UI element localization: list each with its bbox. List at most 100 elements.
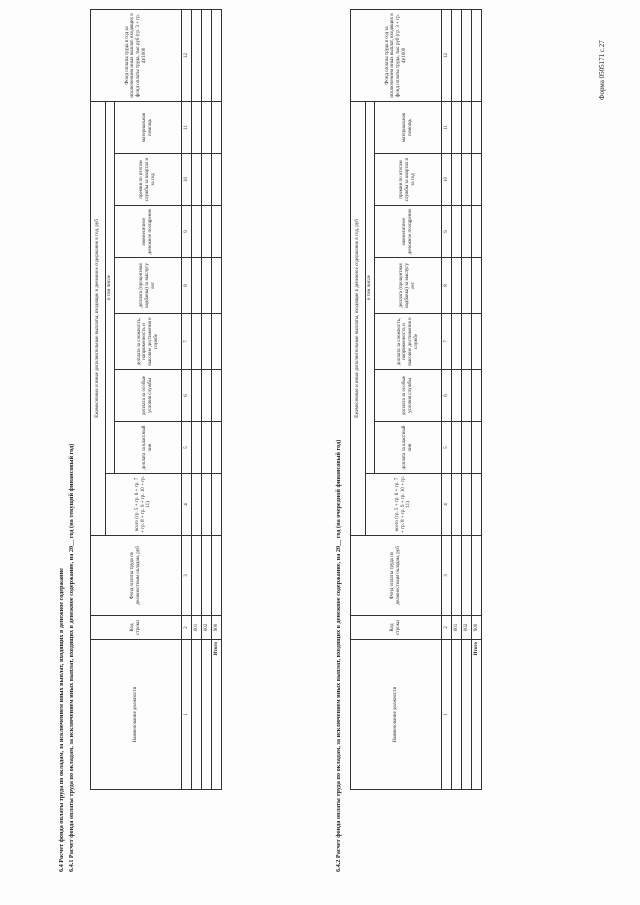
- cell[interactable]: [201, 257, 212, 314]
- col-num: 6: [441, 369, 452, 422]
- header-c10: премии по итогам службы за квартал и за …: [114, 153, 182, 206]
- cell[interactable]: [211, 313, 222, 370]
- row-name-cell[interactable]: [461, 639, 472, 790]
- row-name-cell[interactable]: [191, 639, 202, 790]
- cell[interactable]: [191, 473, 202, 536]
- cell[interactable]: [451, 101, 462, 154]
- form-code: Форма 0505171 с.27: [598, 40, 606, 100]
- cell[interactable]: [191, 257, 202, 314]
- cell[interactable]: [191, 535, 202, 616]
- header-c5: доплата за классный чин: [114, 421, 182, 474]
- cell[interactable]: [191, 313, 202, 370]
- cell[interactable]: [451, 153, 462, 206]
- cell[interactable]: [211, 421, 222, 474]
- cell[interactable]: [211, 153, 222, 206]
- col-num: 6: [181, 369, 192, 422]
- col-num: 10: [441, 153, 452, 206]
- col-num: 5: [181, 421, 192, 474]
- cell[interactable]: [451, 9, 462, 102]
- row-name-cell[interactable]: [201, 639, 212, 790]
- cell[interactable]: [211, 101, 222, 154]
- cell[interactable]: [461, 153, 472, 206]
- cell[interactable]: [471, 421, 482, 474]
- cell[interactable]: [461, 473, 472, 536]
- cell[interactable]: [451, 473, 462, 536]
- cell[interactable]: [201, 101, 212, 154]
- col-num: 10: [181, 153, 192, 206]
- cell[interactable]: [211, 205, 222, 258]
- col-num: 4: [441, 473, 452, 536]
- header-c9: ежемесячное денежное поощрение: [374, 205, 442, 258]
- total-row: Итого 900: [211, 9, 222, 790]
- total-label: Итого: [471, 639, 482, 790]
- header-c11: материальная помощь: [374, 101, 442, 154]
- fund-table-current-year: Наименование должности Код строки Фонд о…: [90, 9, 222, 790]
- header-c6: доплата за особые условия службы: [374, 369, 442, 422]
- cell[interactable]: [451, 369, 462, 422]
- cell[interactable]: [451, 313, 462, 370]
- cell[interactable]: [211, 257, 222, 314]
- cell[interactable]: [471, 473, 482, 536]
- cell[interactable]: [211, 9, 222, 102]
- cell[interactable]: [461, 535, 472, 616]
- col-num: 2: [441, 615, 452, 640]
- cell[interactable]: [451, 205, 462, 258]
- table-row: 002: [461, 9, 472, 790]
- col-num: 3: [441, 535, 452, 616]
- cell[interactable]: [451, 535, 462, 616]
- cell[interactable]: [201, 205, 212, 258]
- header-name: Наименование должности: [90, 639, 182, 790]
- cell[interactable]: [191, 205, 202, 258]
- row-code: 002: [201, 615, 212, 640]
- cell[interactable]: [461, 101, 472, 154]
- header-fund-salary: Фонд оплаты труда по должностным окладам…: [90, 535, 182, 616]
- cell[interactable]: [201, 369, 212, 422]
- cell[interactable]: [211, 473, 222, 536]
- row-code: 002: [461, 615, 472, 640]
- cell[interactable]: [461, 205, 472, 258]
- col-num: 9: [181, 205, 192, 258]
- cell[interactable]: [201, 535, 212, 616]
- cell[interactable]: [211, 535, 222, 616]
- col-num: 2: [181, 615, 192, 640]
- cell[interactable]: [471, 101, 482, 154]
- cell[interactable]: [471, 369, 482, 422]
- total-label: Итого: [211, 639, 222, 790]
- cell[interactable]: [471, 257, 482, 314]
- col-num: 8: [441, 257, 452, 314]
- cell[interactable]: [211, 369, 222, 422]
- cell[interactable]: [461, 421, 472, 474]
- col-num: 3: [181, 535, 192, 616]
- total-row: Итого 900: [471, 9, 482, 790]
- cell[interactable]: [461, 313, 472, 370]
- cell[interactable]: [471, 9, 482, 102]
- cell[interactable]: [451, 257, 462, 314]
- cell[interactable]: [201, 153, 212, 206]
- column-number-row: 1 2 3 4 5 6 7 8 9 10 11 12: [441, 9, 452, 790]
- subsection-title-1: 6.4.1 Расчет фонда оплаты труда по оклад…: [68, 443, 75, 872]
- cell[interactable]: [191, 421, 202, 474]
- cell[interactable]: [201, 421, 212, 474]
- cell[interactable]: [191, 9, 202, 102]
- header-code: Код строки: [350, 615, 442, 640]
- col-num: 12: [181, 9, 192, 102]
- cell[interactable]: [461, 9, 472, 102]
- cell[interactable]: [191, 153, 202, 206]
- cell[interactable]: [191, 369, 202, 422]
- cell[interactable]: [461, 257, 472, 314]
- cell[interactable]: [201, 473, 212, 536]
- rotated-form: Форма 0505171 с.27 6.4 Расчет фонда опла…: [50, 0, 610, 880]
- cell[interactable]: [471, 313, 482, 370]
- cell[interactable]: [471, 153, 482, 206]
- row-name-cell[interactable]: [451, 639, 462, 790]
- cell[interactable]: [451, 421, 462, 474]
- cell[interactable]: [201, 313, 212, 370]
- cell[interactable]: [471, 535, 482, 616]
- cell[interactable]: [191, 101, 202, 154]
- cell[interactable]: [201, 9, 212, 102]
- cell[interactable]: [471, 205, 482, 258]
- col-num: 5: [441, 421, 452, 474]
- cell[interactable]: [461, 369, 472, 422]
- header-code: Код строки: [90, 615, 182, 640]
